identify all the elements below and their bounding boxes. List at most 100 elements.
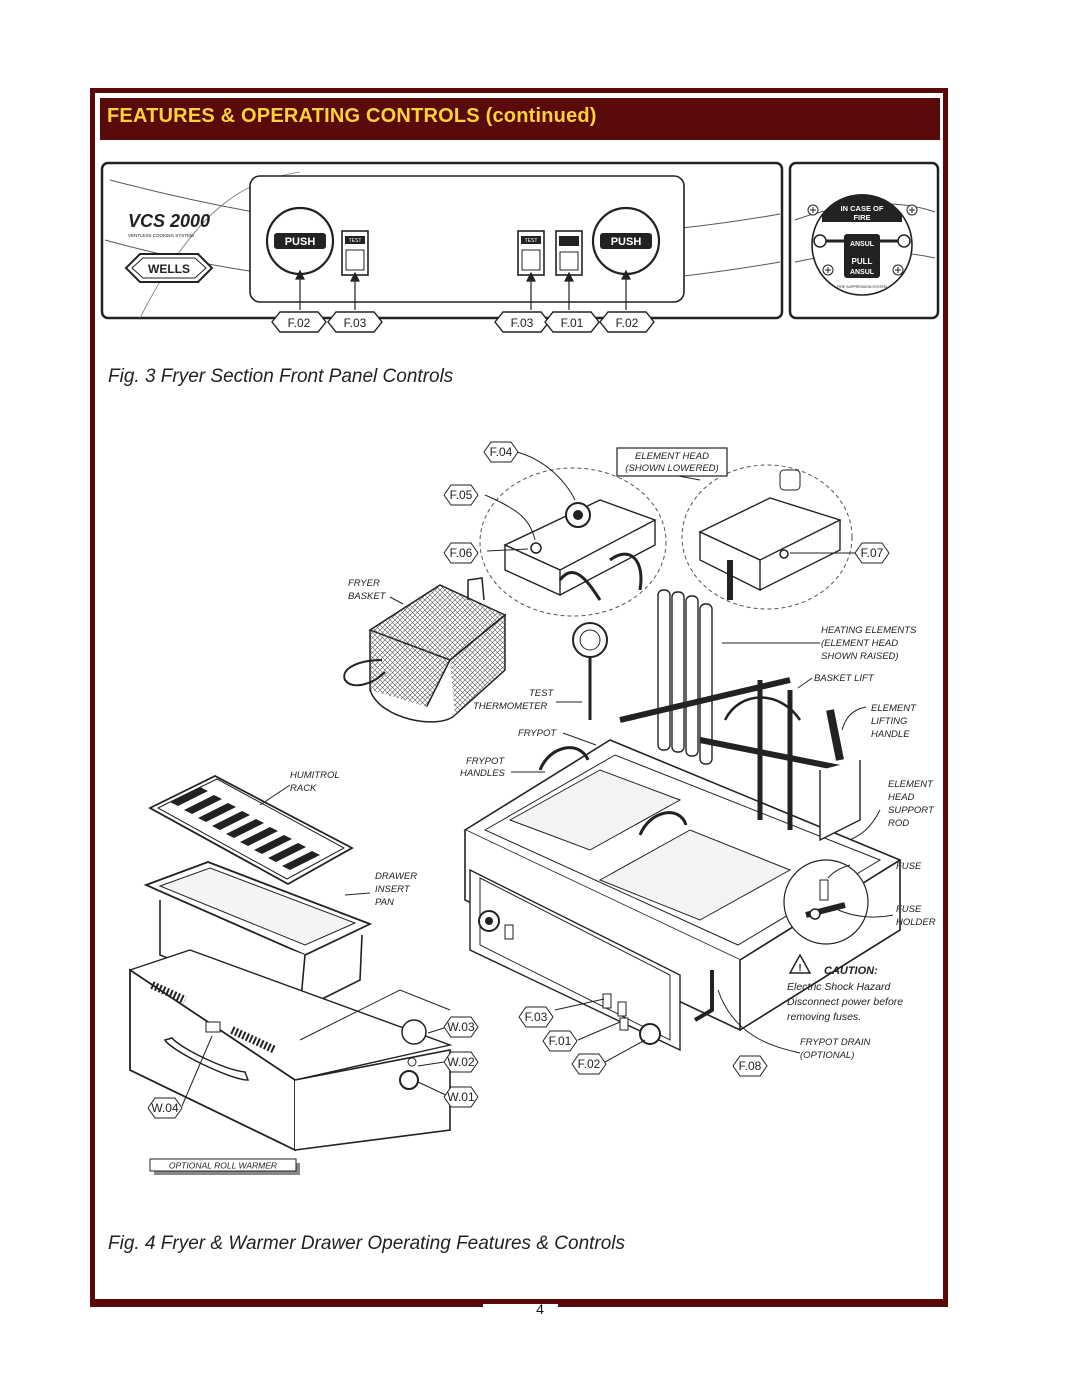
svg-text:removing fuses.: removing fuses. — [787, 1011, 861, 1023]
fig4-tags: F.04 F.05 F.06 F.07 F.03 F.01 F.02 F.08 … — [147, 441, 890, 1119]
svg-text:PAN: PAN — [375, 897, 394, 908]
svg-text:(SHOWN LOWERED): (SHOWN LOWERED) — [625, 463, 718, 474]
svg-text:(ELEMENT HEAD: (ELEMENT HEAD — [821, 638, 898, 649]
ansul-pull-handle[interactable]: ANSUL PULL ANSUL — [844, 234, 880, 278]
svg-text:F.02: F.02 — [288, 316, 311, 330]
tag-f03-fig4: F.03 — [518, 1006, 554, 1028]
tag-f05: F.05 — [443, 484, 479, 506]
label-fryer: FRYER — [348, 578, 380, 589]
tag-w03: W.03 — [443, 1016, 479, 1038]
fryer-basket — [343, 577, 507, 723]
svg-text:OPTIONAL ROLL WARMER: OPTIONAL ROLL WARMER — [169, 1161, 277, 1171]
svg-text:F.06: F.06 — [450, 546, 473, 560]
svg-text:HOLDER: HOLDER — [896, 917, 936, 928]
svg-text:PUSH: PUSH — [285, 236, 316, 248]
label-heating-elements: HEATING ELEMENTS — [821, 625, 917, 636]
svg-text:HEAD: HEAD — [888, 792, 915, 803]
test-switch-right[interactable]: TEST — [517, 230, 545, 276]
svg-text:SUPPORT: SUPPORT — [888, 805, 935, 816]
caution-warning: ! CAUTION: Electric Shock Hazard Disconn… — [787, 953, 903, 1023]
svg-text:TEST: TEST — [525, 238, 538, 244]
svg-text:HANDLES: HANDLES — [460, 768, 506, 779]
push-button-left[interactable]: PUSH — [265, 206, 335, 276]
tag-f01-fig4: F.01 — [542, 1030, 578, 1052]
fuse-detail — [783, 859, 869, 945]
svg-text:F.04: F.04 — [490, 445, 513, 459]
svg-text:WELLS: WELLS — [148, 262, 190, 276]
roll-warmer-callout: OPTIONAL ROLL WARMER — [149, 1158, 300, 1175]
svg-text:TEST: TEST — [349, 238, 362, 244]
svg-text:INSERT: INSERT — [375, 884, 411, 895]
brand-text: VCS 2000 — [128, 211, 210, 231]
tag-w04: W.04 — [147, 1097, 183, 1119]
wells-logo: WELLS — [124, 253, 214, 283]
figure-4-caption: Fig. 4 Fryer & Warmer Drawer Operating F… — [108, 1233, 626, 1254]
label-element-head-support-rod: ELEMENT — [888, 779, 934, 790]
svg-text:F.02: F.02 — [616, 316, 639, 330]
push-button-right[interactable]: PUSH — [591, 206, 661, 276]
tag-f01: F.01 — [544, 311, 600, 333]
tag-w01: W.01 — [443, 1086, 479, 1108]
test-switch-left[interactable]: TEST — [341, 230, 369, 276]
section-title: FEATURES & OPERATING CONTROLS (continued… — [107, 105, 597, 127]
svg-text:ELEMENT HEAD: ELEMENT HEAD — [635, 451, 709, 462]
svg-text:THERMOMETER: THERMOMETER — [473, 701, 548, 712]
leader-lines — [181, 451, 894, 1107]
page-number: 4 — [536, 1301, 544, 1317]
tag-f02-right: F.02 — [599, 311, 655, 333]
label-drawer-insert-pan: DRAWER — [375, 871, 417, 882]
svg-text:W.02: W.02 — [447, 1055, 475, 1069]
svg-text:SHOWN RAISED): SHOWN RAISED) — [821, 651, 899, 662]
control-detail-left — [479, 467, 667, 617]
power-switch[interactable] — [555, 230, 583, 276]
svg-text:F.03: F.03 — [511, 316, 534, 330]
label-frypot: FRYPOT — [518, 728, 557, 739]
label-test-thermometer: TEST — [529, 688, 554, 699]
warning-icon — [788, 953, 812, 974]
fig3-tags: F.02 F.03 F.03 F.01 F.02 — [271, 311, 655, 333]
svg-text:ANSUL: ANSUL — [850, 269, 875, 276]
page-frame — [90, 88, 948, 1304]
svg-text:F.03: F.03 — [344, 316, 367, 330]
svg-text:!: ! — [798, 963, 801, 974]
label-humitrol-rack: HUMITROL — [290, 770, 340, 781]
warmer-drawer — [128, 949, 453, 1152]
fig4-labels: FRYER BASKET HEATING ELEMENTS (ELEMENT H… — [290, 578, 936, 1061]
tag-f06: F.06 — [443, 542, 479, 564]
ansul-text-2: FIRE — [853, 213, 870, 222]
ansul-panel: IN CASE OF FIRE ANSUL PULL ANSUL FIRE SU… — [788, 161, 940, 320]
tag-f03-right: F.03 — [494, 311, 550, 333]
label-basket-lift: BASKET LIFT — [814, 673, 875, 684]
svg-text:ANSUL: ANSUL — [850, 241, 875, 248]
footer-bar-left — [90, 1300, 483, 1307]
svg-text:HANDLE: HANDLE — [871, 729, 910, 740]
label-frypot-drain: FRYPOT DRAIN — [800, 1037, 871, 1048]
svg-text:CAUTION:: CAUTION: — [824, 965, 878, 977]
brand-subtitle: VENTLESS COOKING SYSTEM — [128, 233, 194, 238]
svg-text:LIFTING: LIFTING — [871, 716, 907, 727]
fryer-unit — [463, 589, 902, 1052]
svg-text:F.02: F.02 — [578, 1057, 601, 1071]
svg-text:W.04: W.04 — [151, 1101, 179, 1115]
label-fuse: FUSE — [896, 861, 922, 872]
ansul-bottom-text: FIRE SUPPRESSION SYSTEM — [837, 285, 887, 289]
svg-text:F.07: F.07 — [861, 546, 884, 560]
label-basket: BASKET — [348, 591, 387, 602]
tag-f04: F.04 — [483, 441, 519, 463]
svg-text:RACK: RACK — [290, 783, 317, 794]
svg-text:F.01: F.01 — [561, 316, 584, 330]
svg-text:F.01: F.01 — [549, 1034, 572, 1048]
ansul-text-1: IN CASE OF — [841, 204, 884, 213]
humitrol-rack — [148, 774, 354, 886]
svg-text:ROD: ROD — [888, 818, 909, 829]
svg-text:Electric Shock Hazard: Electric Shock Hazard — [787, 981, 891, 993]
svg-text:PULL: PULL — [852, 257, 873, 266]
control-detail-right — [681, 464, 853, 610]
svg-text:Disconnect power before: Disconnect power before — [787, 996, 903, 1008]
svg-text:PUSH: PUSH — [611, 236, 642, 248]
label-element-lifting-handle: ELEMENT — [871, 703, 917, 714]
section-header-band — [100, 98, 940, 140]
svg-text:F.08: F.08 — [739, 1059, 762, 1073]
tag-f08: F.08 — [732, 1055, 768, 1077]
